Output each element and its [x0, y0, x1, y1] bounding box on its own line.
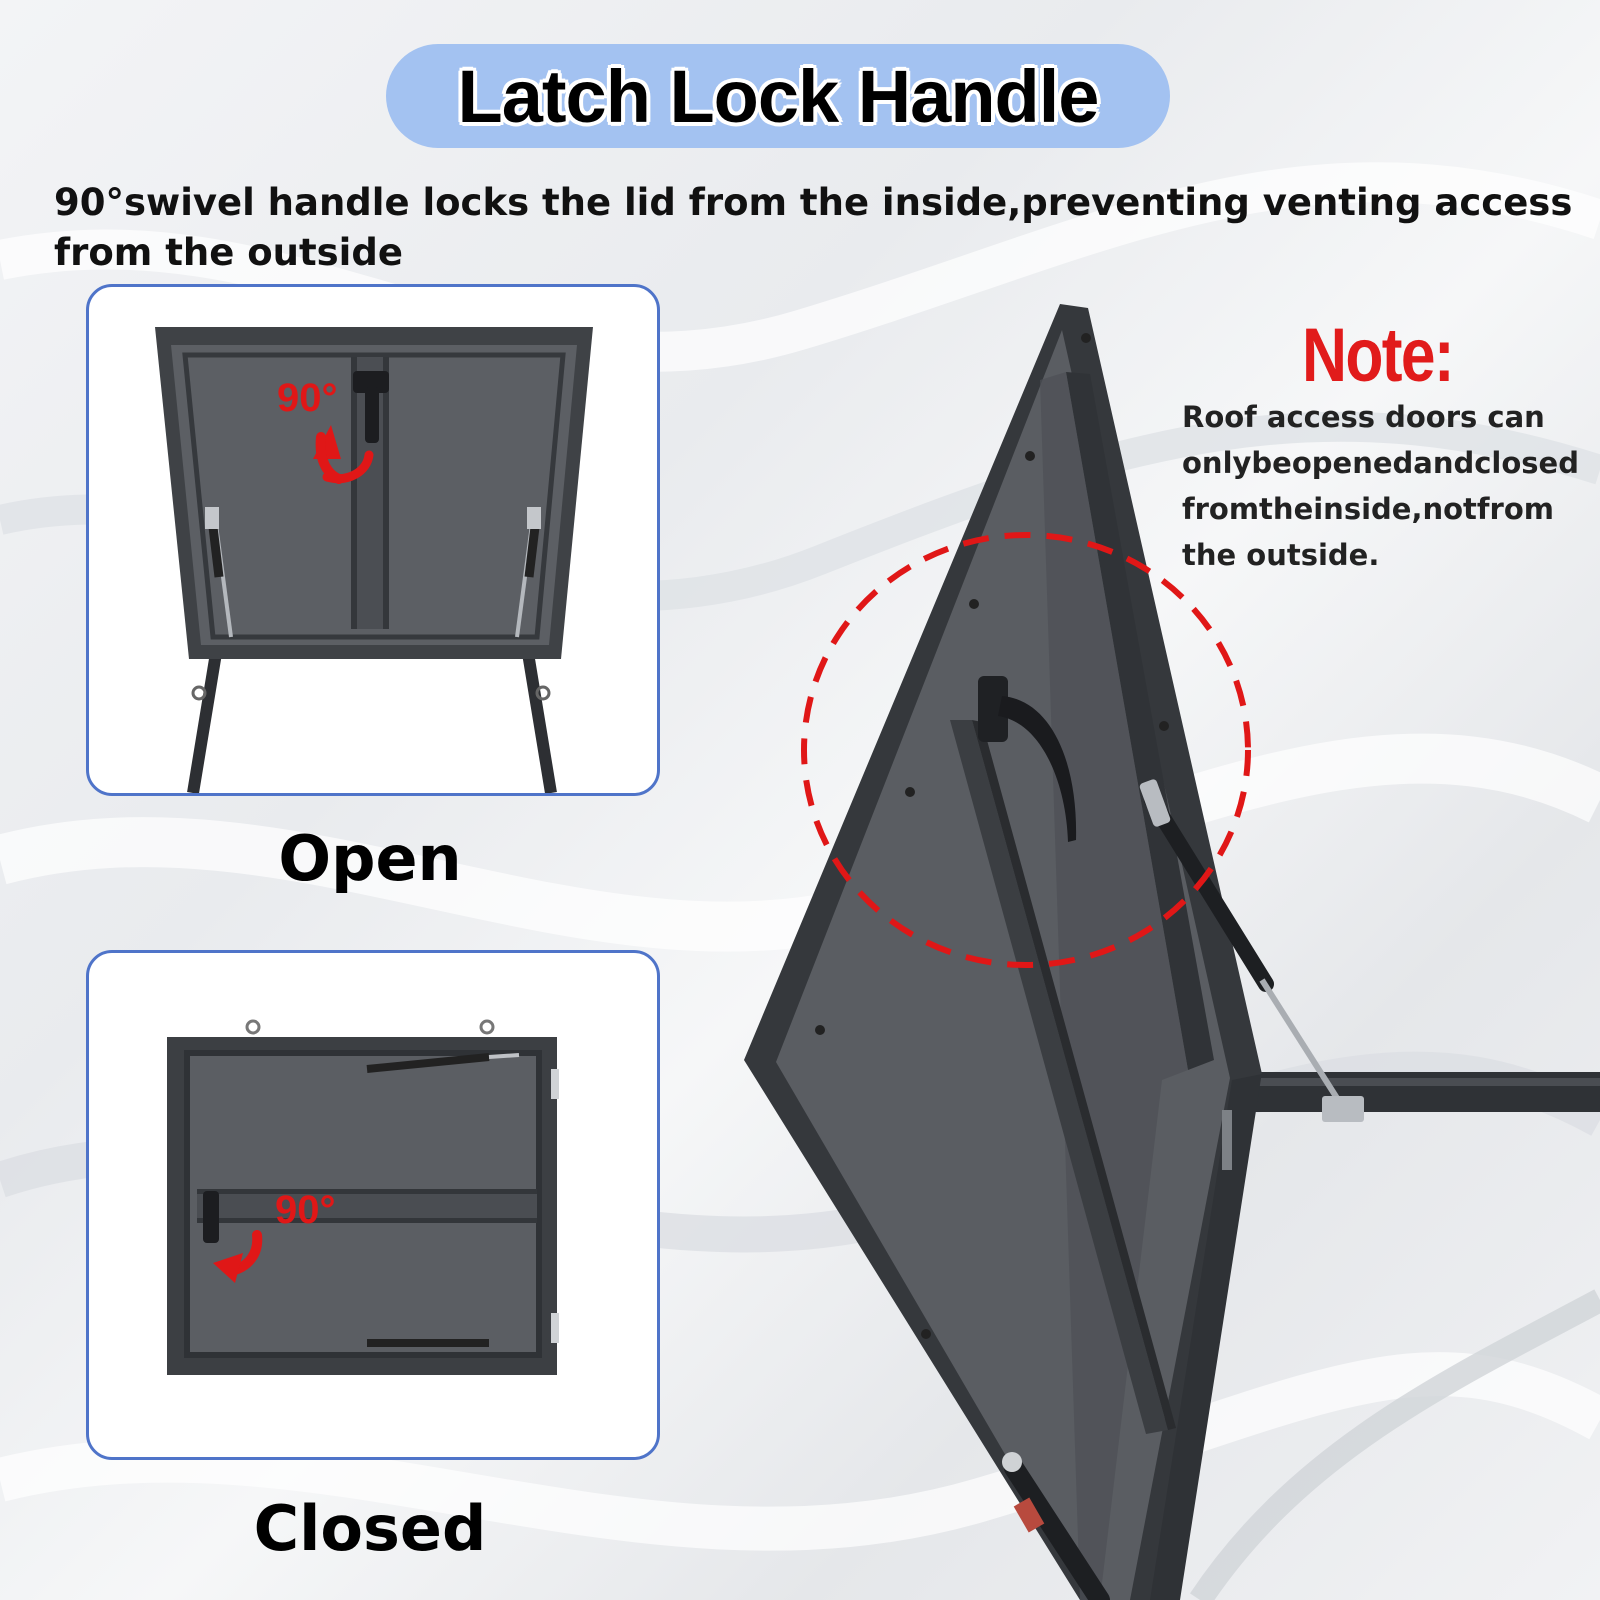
title-pill: Latch Lock Handle	[386, 44, 1170, 148]
note-line: the outside.	[1182, 538, 1380, 572]
closed-angle-label: 90°	[275, 1188, 336, 1232]
closed-state-panel: 90°	[86, 950, 660, 1460]
open-caption: Open	[278, 822, 462, 895]
note-body: Roof access doors can onlybeopenedandclo…	[1182, 394, 1592, 578]
highlight-circle	[801, 532, 1251, 968]
note-line: fromtheinside,notfrom	[1182, 492, 1554, 526]
note-line: onlybeopenedandclosed	[1182, 446, 1579, 480]
note-title: Note:	[1302, 313, 1455, 398]
closed-caption: Closed	[253, 1492, 487, 1565]
note-line: Roof access doors can	[1182, 400, 1545, 434]
open-hatch-image: 90°	[155, 327, 593, 793]
page-title: Latch Lock Handle	[457, 54, 1100, 138]
page-subtitle: 90°swivel handle locks the lid from the …	[54, 181, 1573, 274]
open-angle-label: 90°	[277, 376, 338, 420]
latch-handle-base	[978, 676, 1008, 742]
closed-hatch-image: 90°	[167, 1019, 559, 1375]
latch-handle	[998, 696, 1077, 842]
open-state-panel: 90°	[86, 284, 660, 796]
